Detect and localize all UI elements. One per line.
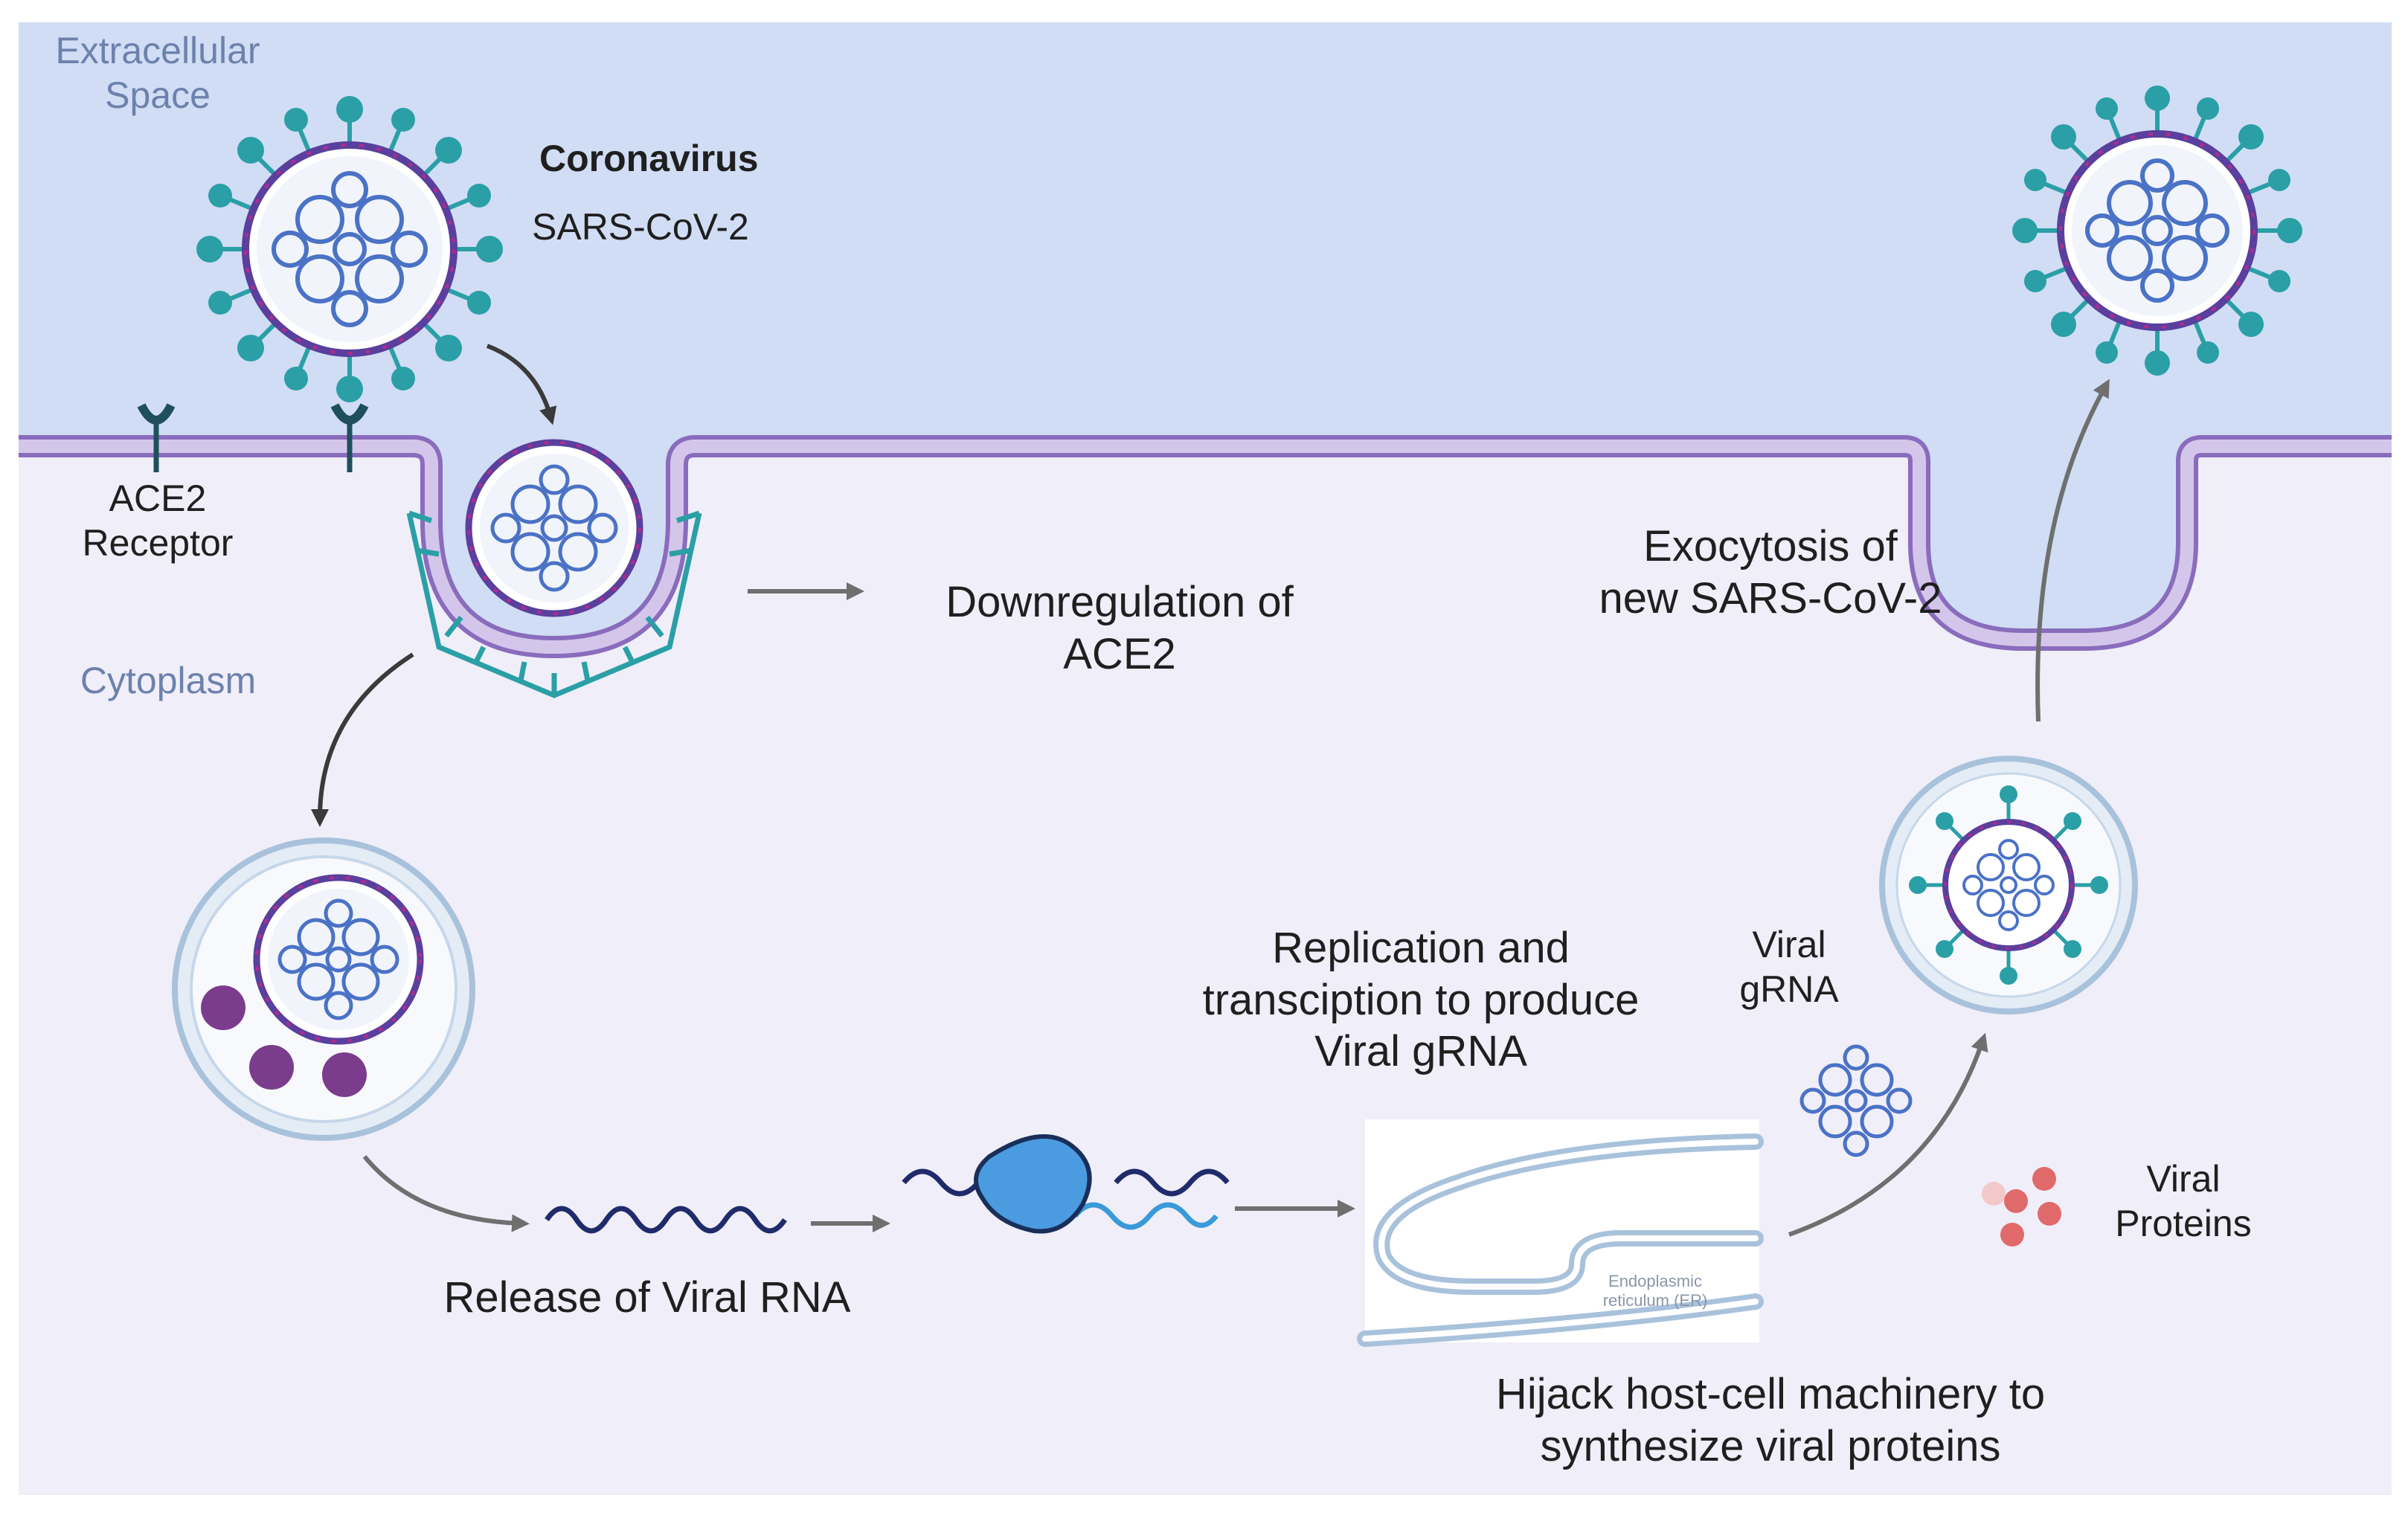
endoplasmic-reticulum-icon [1357,1119,1764,1347]
ace2-receptor-icon [137,403,369,472]
downregulation-label: Downregulation of ACE2 [945,578,1294,678]
arrow-binding [486,344,557,425]
hijack-label: Hijack host-cell machinery to synthesize… [1495,1370,2046,1470]
exocytosis-label: Exocytosis of new SARS-CoV-2 [1599,522,1942,623]
process-arrows [311,344,2110,1237]
viral-rna-icon [545,1206,787,1234]
er-label: Endoplasmic reticulum (ER) [1602,1272,1708,1310]
viral-proteins-label: Viral Proteins [2115,1158,2252,1244]
virus-title-label: Coronavirus [539,138,759,179]
extracellular-space-label: Extracellular Space [55,30,260,116]
ace2-receptor-label: ACE2 Receptor [82,477,234,564]
arrow-endocytosis [311,652,414,827]
cell-membrane-inner [19,440,2392,654]
arrow-release [362,1155,530,1232]
cytoplasm-label: Cytoplasm [80,660,257,701]
vesicle-icon [1879,756,2138,1014]
coronavirus-icon [196,96,503,402]
viral-grna-icon [1799,1044,1913,1157]
internalized-virus-icon [465,439,643,617]
arrow-exocytosis [2035,379,2110,722]
arrow-assembly [1788,1032,1988,1237]
release-viral-rna-label: Release of Viral RNA [443,1273,851,1322]
replication-label: Replication and transciption to produce … [1202,924,1640,1076]
clathrin-coat-icon [406,510,702,698]
viral-protein-icon [1982,1167,2061,1247]
endosome-icon [172,837,475,1141]
lysosome-icon [201,985,367,1097]
ribosome-icon [902,1134,1230,1234]
virus-name-label: SARS-CoV-2 [532,206,749,248]
viral-grna-label: Viral gRNA [1739,924,1839,1010]
released-coronavirus-icon [2012,86,2302,376]
